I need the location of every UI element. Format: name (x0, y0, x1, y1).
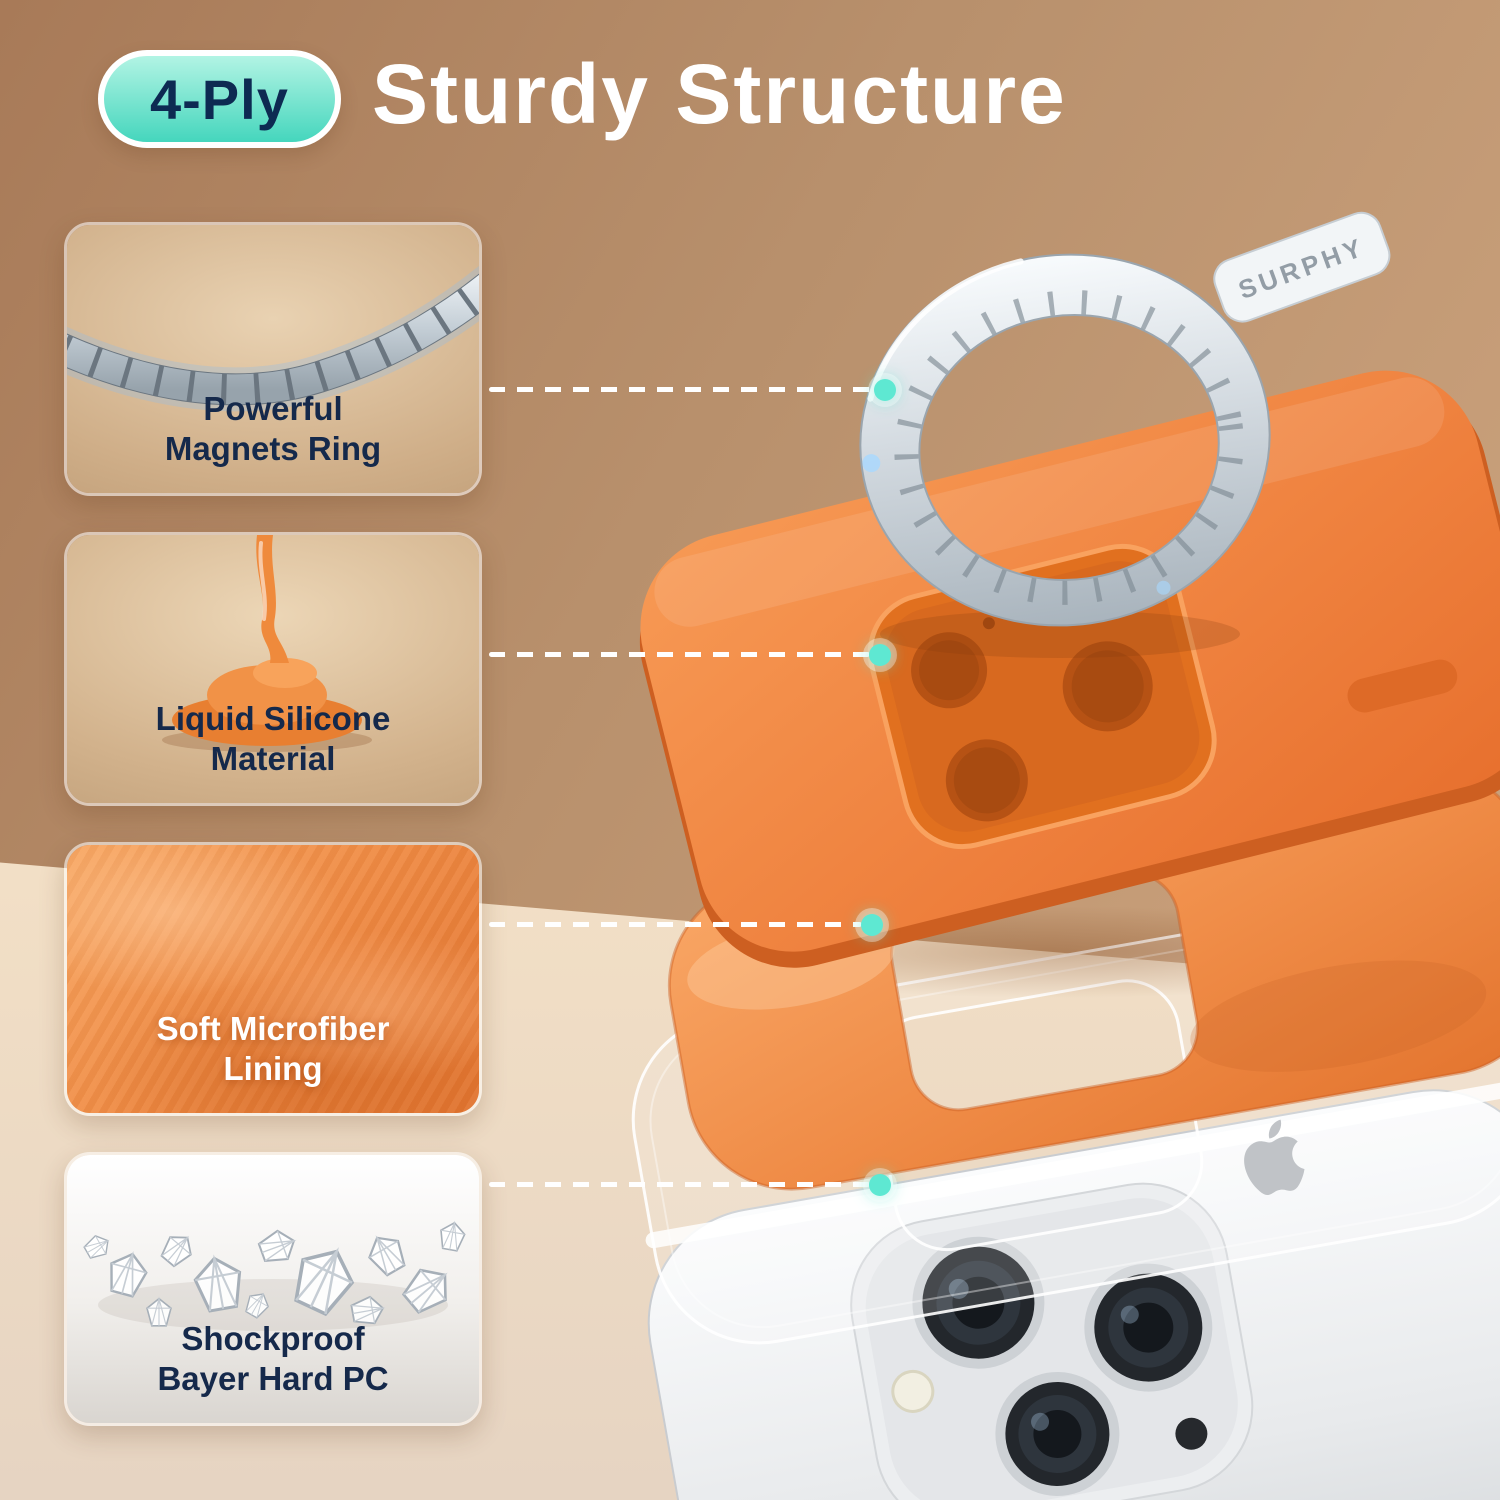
camera-lens (912, 1236, 1045, 1369)
feature-card-hard-pc: Shockproof Bayer Hard PC (64, 1152, 482, 1426)
feature-caption: Liquid Silicone Material (155, 699, 391, 777)
connector-line-microfiber (489, 922, 862, 927)
feature-caption: Shockproof Bayer Hard PC (157, 1319, 389, 1397)
magnet-segments (894, 290, 1244, 605)
feature-caption: Soft Microfiber Lining (156, 1009, 390, 1087)
camera-lens (995, 1371, 1120, 1496)
apple-logo-icon (1244, 1119, 1305, 1195)
connector-dot-microfiber (861, 914, 883, 936)
feature-card-microfiber: Soft Microfiber Lining (64, 842, 482, 1116)
connector-dot-hard-pc (869, 1174, 891, 1196)
magnet-ring-photo (67, 225, 479, 493)
case-side-button (1347, 659, 1458, 713)
ply-badge: 4-Ply (98, 50, 341, 148)
iphone-frame-highlight (645, 1081, 1500, 1249)
feature-card-magnet-ring: Powerful Magnets Ring (64, 222, 482, 496)
iphone (645, 1081, 1500, 1500)
ring-shadow (880, 610, 1240, 658)
microfiber-photo (67, 845, 479, 1113)
connector-line-silicone (489, 652, 870, 657)
page-title: Sturdy Structure (372, 47, 1067, 141)
lidar-sensor (1175, 1417, 1208, 1450)
feature-caption: Powerful Magnets Ring (164, 389, 382, 467)
connector-line-hard-pc (489, 1182, 870, 1187)
liquid-silicone-photo (67, 535, 479, 803)
surphy-brand-tab: SURPHY (1213, 211, 1391, 323)
camera-lens (1084, 1263, 1213, 1392)
crystals-photo (67, 1155, 479, 1423)
feature-card-liquid-silicone: Liquid Silicone Material (64, 532, 482, 806)
camera-cutout (867, 543, 1217, 850)
camera-module (850, 1182, 1254, 1500)
connector-dot-magnets (874, 379, 896, 401)
connector-line-magnets (489, 387, 875, 392)
camera-flash (891, 1369, 935, 1413)
connector-dot-silicone (869, 644, 891, 666)
